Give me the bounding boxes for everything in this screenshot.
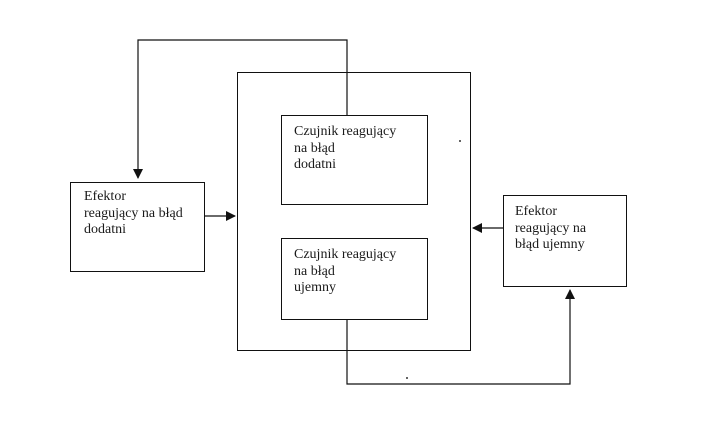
system-box — [237, 72, 471, 351]
effector-negative-label: Efektor reagujący na błąd ujemny — [515, 204, 587, 252]
feedback-line-positive — [133, 39, 348, 179]
sensor-positive-box: Czujnik reagujący na błąd dodatni — [281, 115, 428, 205]
sensor-positive-label: Czujnik reagujący na błąd dodatni — [294, 124, 397, 172]
effector-negative-box: Efektor reagujący na błąd ujemny — [503, 195, 627, 287]
effector-positive-box: Efektor reagujący na błąd dodatni — [70, 182, 205, 272]
scan-speck — [459, 140, 461, 142]
scan-speck — [406, 377, 408, 379]
sensor-negative-box: Czujnik reagujący na błąd ujemny — [281, 238, 428, 320]
effector-positive-label: Efektor reagujący na błąd dodatni — [84, 189, 183, 237]
sensor-negative-label: Czujnik reagujący na błąd ujemny — [294, 247, 397, 295]
feedback-line-negative — [346, 289, 575, 385]
